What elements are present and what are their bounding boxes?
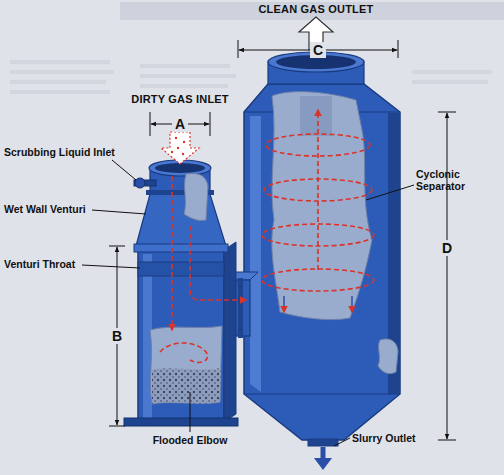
faded-text-block	[10, 60, 492, 94]
venturi-body	[138, 250, 224, 422]
cyclone-highlight	[250, 116, 261, 392]
faded-text-line	[10, 80, 106, 84]
part-label: Cyclonic Separator	[416, 168, 488, 192]
dimension-tick	[109, 426, 125, 427]
dimension-tick	[150, 112, 151, 136]
faded-text-line	[412, 80, 488, 84]
base-flange	[124, 418, 238, 426]
dot	[182, 153, 184, 155]
venturi-side	[224, 242, 236, 422]
faded-text-line	[10, 70, 114, 74]
dimension-tick	[238, 40, 239, 58]
duct-flange	[238, 278, 243, 338]
part-label: Slurry Outlet	[352, 432, 452, 444]
leader-line	[366, 185, 414, 200]
flow-line	[190, 226, 246, 300]
dimension-tick	[438, 112, 456, 113]
swirl-path	[262, 110, 374, 291]
cyclone-cutaway	[272, 92, 372, 320]
vortex-finder	[300, 96, 332, 136]
leader-line	[334, 438, 350, 446]
leader-lines	[82, 160, 414, 446]
dimension-line	[447, 113, 448, 439]
slurry-flange	[308, 439, 338, 446]
part-label: Flooded Elbow	[140, 434, 240, 446]
faded-text-line	[10, 60, 110, 64]
dimension-letter: B	[109, 328, 125, 344]
droplet-arrow	[283, 296, 285, 312]
wet-wall-cone	[136, 194, 226, 246]
dot	[177, 147, 179, 149]
dimension-letter: D	[439, 240, 455, 256]
faded-text-line	[140, 84, 228, 88]
inlet-label: DIRTY GAS INLET	[110, 93, 250, 106]
dot	[183, 141, 185, 143]
inlet-cutaway	[184, 174, 208, 221]
droplet-arrows	[284, 296, 352, 312]
liquid-valve	[135, 178, 145, 188]
dimension-tick	[210, 112, 211, 136]
dimension-tick	[438, 440, 456, 441]
throat-flange	[134, 244, 228, 252]
flow-swirl	[160, 343, 208, 362]
slurry-arrow-head	[314, 458, 332, 470]
dot	[171, 151, 173, 153]
part-label: Venturi Throat	[4, 258, 114, 270]
venturi-throat-band	[138, 262, 224, 276]
part-label: Wet Wall Venturi	[4, 203, 114, 215]
inlet-arrow	[161, 132, 199, 164]
flooded-liquid	[152, 368, 221, 404]
leader-line	[92, 210, 146, 214]
header-band	[120, 2, 504, 20]
cyclone-cutaway	[378, 339, 398, 374]
leader-line	[112, 160, 136, 180]
part-label: Scrubbing Liquid Inlet	[4, 146, 136, 158]
leader-line	[82, 265, 140, 268]
dimension-letter: C	[310, 42, 326, 58]
faded-text-line	[10, 90, 110, 94]
inlet-arrow-dots	[171, 137, 185, 155]
faded-text-line	[412, 70, 492, 74]
dot	[175, 137, 177, 139]
faded-text-line	[140, 74, 236, 78]
droplet-arrow	[351, 296, 353, 312]
flow-line	[171, 176, 173, 330]
outlet-label: CLEAN GAS OUTLET	[236, 3, 396, 16]
dimension-letter: A	[172, 116, 188, 132]
dimension-tick	[109, 246, 125, 247]
faded-text-line	[140, 64, 230, 68]
rising-gas-arrow	[317, 110, 319, 270]
dimension-tick	[398, 40, 399, 58]
swirl-ring	[262, 269, 374, 291]
cyclone-body	[244, 84, 400, 440]
elbow-cutaway	[150, 326, 222, 404]
leader-line	[190, 392, 191, 432]
cyclone-seam	[244, 393, 400, 394]
gas-flow	[160, 176, 246, 362]
